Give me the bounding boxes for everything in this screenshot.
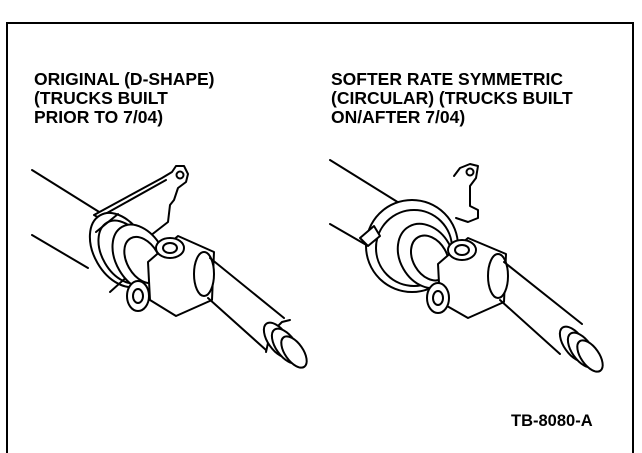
tube-upper-edge (209, 257, 285, 319)
u-joint-cap-top (447, 239, 477, 261)
shaft-upper-edge (329, 159, 405, 207)
caption-original-d-shape: ORIGINAL (D-SHAPE) (TRUCKS BUILT PRIOR T… (34, 70, 215, 127)
tube-upper-edge (503, 261, 583, 325)
boot-ring-3 (576, 339, 604, 373)
caption-line: (CIRCULAR) (TRUCKS BUILT (331, 88, 573, 108)
frame-right-border (632, 22, 634, 453)
figure-id-label: TB-8080-A (511, 412, 593, 430)
u-joint-cap-side (126, 280, 150, 312)
shaft-lower-edge (31, 234, 89, 269)
softer-rate-circular-driveshaft (329, 159, 604, 373)
frame-left-border (6, 22, 8, 453)
caption-line: (TRUCKS BUILT (34, 88, 168, 108)
u-joint-flange (193, 251, 215, 297)
isolator-clip (359, 225, 381, 247)
circular-bracket-arm (453, 163, 479, 223)
caption-softer-rate-circular: SOFTER RATE SYMMETRIC (CIRCULAR) (TRUCKS… (331, 70, 573, 127)
boot-ring-3 (280, 335, 308, 369)
u-joint-cap-side-bore (132, 288, 144, 304)
bracket-upper-flange (97, 179, 167, 219)
original-d-shape-driveshaft (31, 165, 308, 369)
tube-lower-edge (207, 297, 267, 351)
u-joint-cap-top-bore (454, 244, 470, 256)
u-joint-flange (487, 253, 509, 299)
caption-line: ON/AFTER 7/04) (331, 107, 466, 127)
u-joint-cap-top (155, 237, 185, 259)
bracket-bolt-hole (175, 170, 185, 180)
caption-line: PRIOR TO 7/04) (34, 107, 164, 127)
u-joint-cap-side-bore (432, 290, 444, 306)
caption-line: SOFTER RATE SYMMETRIC (331, 69, 564, 89)
u-joint-cap-top-bore (162, 242, 178, 254)
tube-lower-edge (499, 299, 561, 355)
caption-line: ORIGINAL (D-SHAPE) (34, 69, 215, 89)
frame-top-border (6, 22, 634, 24)
bracket-bolt-hole (465, 167, 475, 177)
u-joint-cap-side (426, 282, 450, 314)
